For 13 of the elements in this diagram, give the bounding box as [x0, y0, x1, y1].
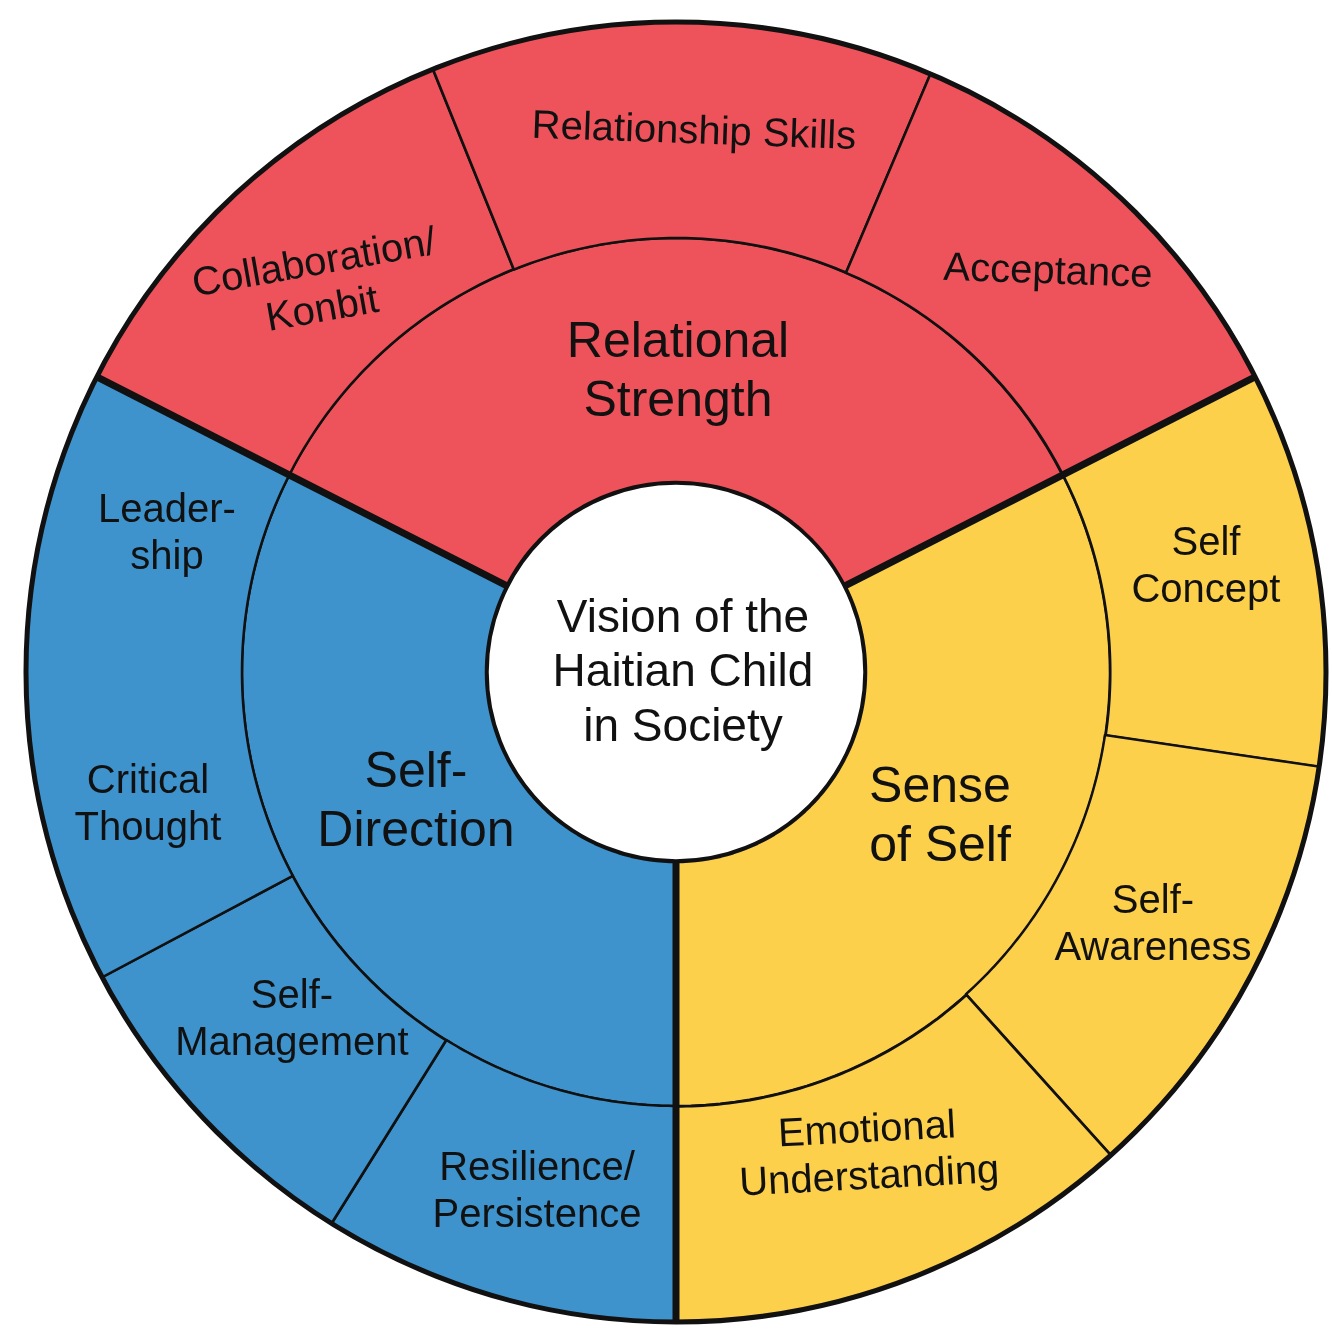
domain-label: Self-Direction	[316, 741, 516, 859]
segment-label: Relationship Skills	[530, 100, 858, 160]
segment-label: Critical Thought	[73, 755, 223, 850]
segment-label: Resilience/ Persistence	[431, 1142, 643, 1237]
segment-label: Acceptance	[941, 242, 1155, 298]
segment-label: Emotional Understanding	[737, 1100, 1002, 1206]
segment-label: Self-Awareness	[1053, 875, 1253, 970]
segment-label: Self-Management	[174, 970, 410, 1065]
segment-label: Self Concept	[1130, 517, 1282, 612]
segment-label: Leader-ship	[97, 484, 237, 579]
center-title: Vision of the Haitian Child in Society	[551, 588, 815, 752]
domain-label: Sense of Self	[868, 756, 1012, 874]
domain-label: Relational Strength	[565, 311, 791, 429]
